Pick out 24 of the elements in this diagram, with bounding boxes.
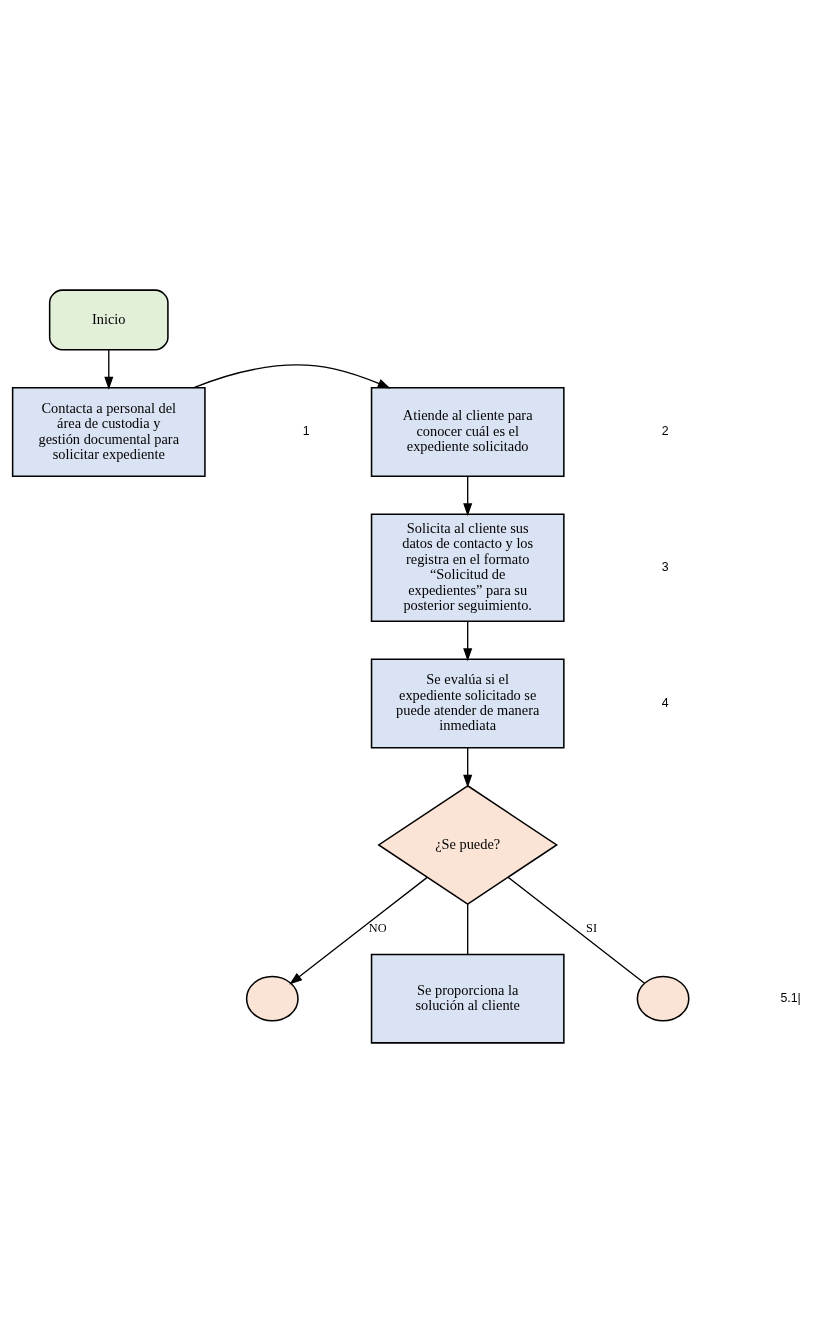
node-box: Contacta a personal del área de custodia y gestión documental para solicitar expediente: [11, 387, 206, 477]
arrow: [463, 475, 473, 517]
label: 5.1|: [780, 990, 801, 1005]
node-box: Se evalúa si el expediente solicitado se puede atender de manera inmediata: [370, 658, 565, 749]
edge-label: SI: [586, 921, 598, 936]
node-circle: [636, 975, 690, 1022]
node-circle: [245, 975, 299, 1022]
label: 2: [661, 424, 669, 439]
label: 3: [661, 559, 669, 574]
arrow: [463, 747, 473, 788]
node-box: Atiende al cliente para conocer cuál es el expediente solicitado: [370, 387, 565, 477]
label: 1: [302, 424, 310, 439]
arrow: [192, 364, 391, 389]
node-diamond: ¿Se puede?: [377, 784, 559, 905]
label: 4: [661, 695, 669, 710]
arrow: [463, 620, 473, 662]
arrow: [289, 876, 428, 985]
node-box: Inicio: [48, 289, 169, 351]
connector: [467, 903, 469, 956]
connector: [507, 876, 646, 984]
node-box: Se proporciona la solución al cliente: [370, 953, 565, 1044]
node-box: Solicita al cliente sus datos de contacto y los registra en el formato “Solicitud de expedientes” para su posterior seguimiento.: [370, 513, 565, 622]
arrow: [104, 349, 114, 390]
edge-label: NO: [368, 921, 387, 936]
